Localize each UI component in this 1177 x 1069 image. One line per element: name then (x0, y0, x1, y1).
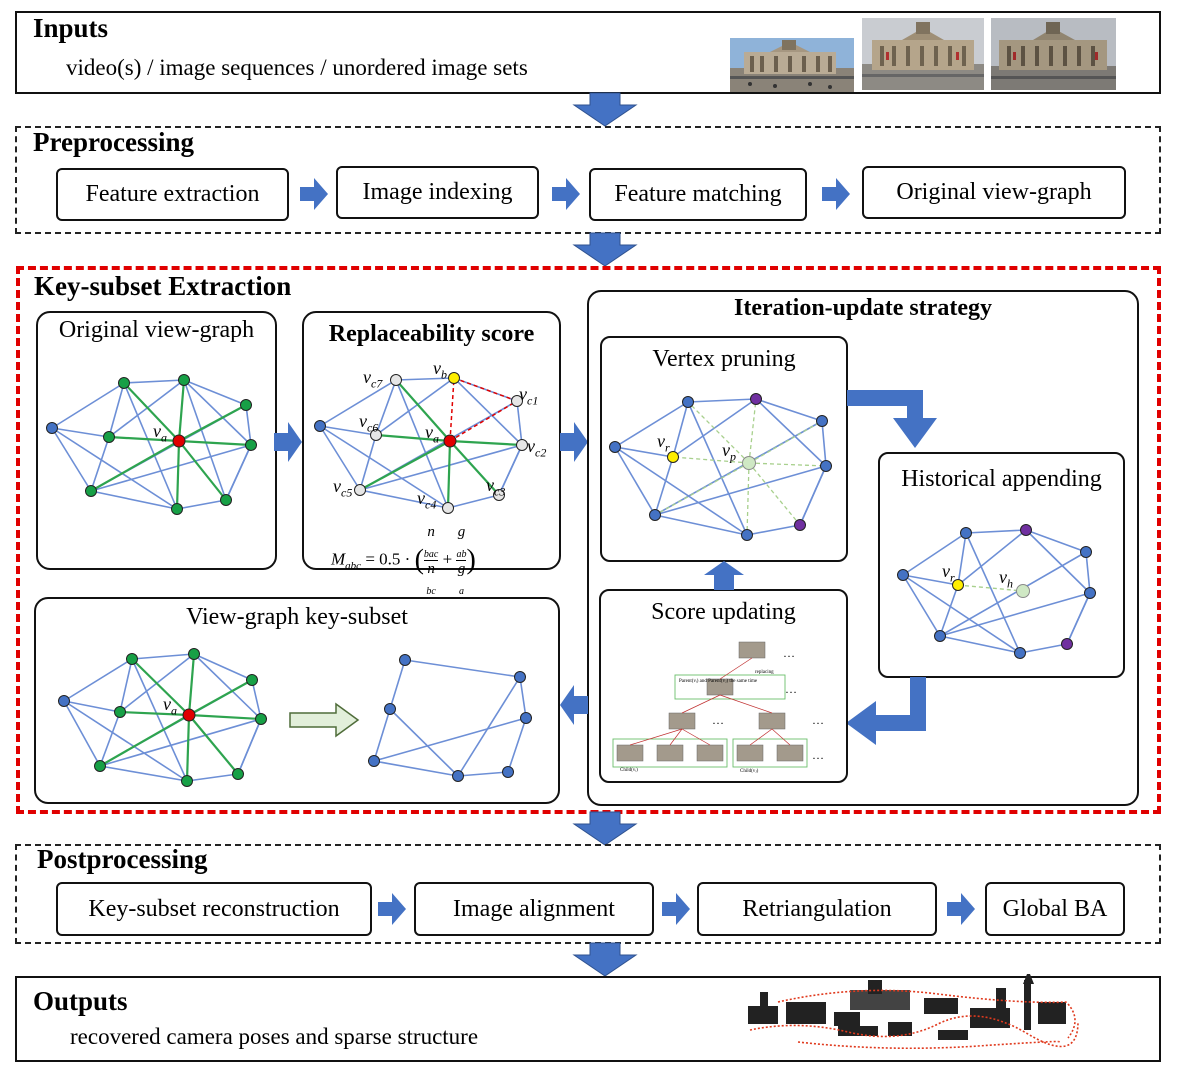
arrow-right-icon (378, 893, 406, 925)
key-subset-graph-after (368, 654, 532, 782)
arrow-down-icon (572, 811, 638, 846)
label-vh: vh (999, 567, 1013, 591)
key-subset-title: Key-subset Extraction (34, 271, 292, 301)
arrow-right-icon (822, 178, 850, 210)
arrow-right-icon (560, 422, 588, 462)
elbow-arrow-icon (847, 390, 937, 448)
label-vb: vb (433, 358, 447, 382)
step-feature-matching: Feature matching (589, 168, 807, 221)
label-va-original: va (153, 421, 167, 445)
arrow-right-icon (662, 893, 690, 925)
postprocessing-stage (15, 844, 1161, 944)
label-vc2: vc2 (527, 436, 547, 460)
tree-parent-text: Parent(vᵢ) and Parent(vⱼ) the same time (679, 679, 758, 684)
preprocessing-title: Preprocessing (33, 127, 194, 157)
label-vc1: vc1 (519, 384, 539, 408)
view-graph-key-subset-title: View-graph key-subset (186, 604, 408, 630)
input-photo-2 (862, 18, 984, 90)
label-va-replace: va (425, 422, 439, 446)
arrow-up-icon (704, 561, 744, 590)
tree-dots-5: … (812, 748, 824, 762)
arrow-right-icon (274, 422, 302, 462)
score-updating-tree (612, 641, 808, 768)
outputs-stage (15, 976, 1161, 1062)
label-vc7: vc7 (363, 367, 383, 391)
elbow-arrow-icon (846, 677, 926, 745)
arrow-down-icon (572, 232, 638, 267)
key-subset-graph-before (58, 648, 267, 787)
step-retriangulation: Retriangulation (697, 882, 937, 936)
key-subset-stage (16, 266, 1161, 814)
postprocessing-title: Postprocessing (37, 844, 208, 874)
arrow-right-icon (552, 178, 580, 210)
vertex-pruning-graph (609, 393, 832, 541)
label-vc5: vc5 (333, 476, 353, 500)
replaceability-title: Replaceability score (328, 321, 535, 347)
label-vc3: vc3 (486, 475, 506, 499)
arrow-right-icon (300, 178, 328, 210)
tree-child-a: Child(vᵢ) (620, 768, 638, 773)
label-vp: vp (722, 440, 736, 464)
arrow-down-icon (572, 942, 638, 977)
historical-appending-graph (897, 524, 1096, 659)
arrow-right-icon (947, 893, 975, 925)
tree-replacing-1: replacing (755, 670, 774, 675)
step-global-ba: Global BA (985, 882, 1125, 936)
tree-dots-3: … (712, 713, 724, 727)
label-vc6: vc6 (359, 411, 379, 435)
replaceability-graph (314, 372, 528, 514)
label-vc4: vc4 (417, 488, 437, 512)
sparse-reconstruction-image (748, 974, 1079, 1050)
hollow-arrow-icon (289, 702, 360, 738)
step-image-alignment: Image alignment (414, 882, 654, 936)
arrow-down-icon (572, 92, 638, 127)
input-photo-1 (730, 38, 854, 92)
tree-dots-4: … (812, 713, 824, 727)
historical-appending-title: Historical appending (901, 466, 1102, 492)
inputs-subtitle: video(s) / image sequences / unordered i… (66, 55, 528, 80)
step-feature-extraction: Feature extraction (56, 168, 289, 221)
outputs-subtitle: recovered camera poses and sparse struct… (70, 1024, 479, 1049)
tree-dots-2: … (785, 682, 797, 696)
input-photo-3 (991, 18, 1116, 90)
iteration-update-title: Iteration-update strategy (734, 295, 992, 321)
inputs-stage (15, 11, 1161, 94)
label-va-keysubset: va (163, 694, 177, 718)
label-vr-historical: vr (942, 561, 955, 585)
preprocessing-stage (15, 126, 1161, 234)
original-view-graph-title: Original view-graph (58, 317, 255, 343)
outputs-title: Outputs (33, 986, 128, 1016)
tree-child-b: Child(vⱼ) (740, 769, 759, 774)
score-updating-title: Score updating (651, 599, 796, 625)
step-original-view-graph: Original view-graph (862, 166, 1126, 219)
step-image-indexing: Image indexing (336, 166, 539, 219)
inputs-title: Inputs (33, 13, 109, 43)
vertex-pruning-title: Vertex pruning (652, 346, 796, 372)
step-key-subset-reconstruction: Key-subset reconstruction (56, 882, 372, 936)
tree-dots-1: … (783, 646, 795, 660)
label-vr-pruning: vr (657, 431, 670, 455)
arrow-left-icon (560, 685, 588, 725)
original-view-graph (46, 374, 257, 515)
vertex-pruning-panel: Vertex pruning (600, 336, 848, 562)
